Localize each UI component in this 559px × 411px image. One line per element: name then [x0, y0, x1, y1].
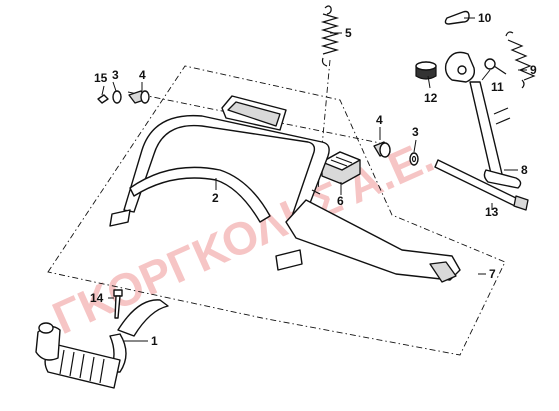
assembly-outline — [47, 65, 506, 356]
label-part-1: 1 — [151, 334, 158, 348]
long-bolt-part-14 — [434, 159, 529, 211]
leader-lines — [101, 17, 527, 342]
pin-part-15 — [97, 94, 109, 104]
label-part-8: 8 — [521, 163, 528, 177]
label-part-9: 9 — [530, 63, 537, 77]
washer-part-3-left — [112, 90, 122, 104]
label-part-2: 2 — [212, 191, 219, 205]
rubber-cap-part-12 — [415, 61, 437, 80]
bushing-part-4-right — [373, 141, 391, 158]
clip-part-10 — [444, 10, 470, 25]
label-part-4-right: 4 — [376, 113, 383, 127]
spring-part-9 — [505, 31, 536, 89]
label-part-10: 10 — [478, 11, 492, 25]
watermark: ΓΚΟΡΓΚΟΛΗΣ Α.Ε. — [45, 130, 441, 345]
label-part-4-left: 4 — [139, 68, 146, 82]
label-part-3-right: 3 — [412, 125, 419, 139]
side-stand-part-8 — [444, 51, 522, 189]
label-part-11: 11 — [491, 80, 504, 94]
label-part-5: 5 — [345, 26, 352, 40]
rubber-block-part-6 — [321, 151, 361, 185]
label-part-14: 13 — [485, 205, 499, 219]
label-part-13: 14 — [90, 291, 104, 305]
axis-line-upper — [127, 91, 381, 144]
label-part-6: 6 — [337, 194, 344, 208]
label-part-3-left: 3 — [112, 68, 119, 82]
label-part-12: 12 — [424, 91, 438, 105]
part-number-labels: 5 10 9 11 12 8 13 7 4 3 6 2 15 3 4 14 1 — [90, 11, 537, 348]
kick-lever-part-1 — [35, 299, 169, 389]
washer-part-3-right — [409, 152, 419, 166]
bushing-part-4-left — [128, 90, 150, 104]
label-part-7: 7 — [489, 267, 496, 281]
label-part-15: 15 — [94, 71, 108, 85]
bolt-part-13 — [113, 289, 123, 319]
bolt-part-11 — [484, 58, 507, 75]
main-stand-part-2 — [109, 95, 461, 283]
spring-part-5 — [320, 5, 340, 67]
